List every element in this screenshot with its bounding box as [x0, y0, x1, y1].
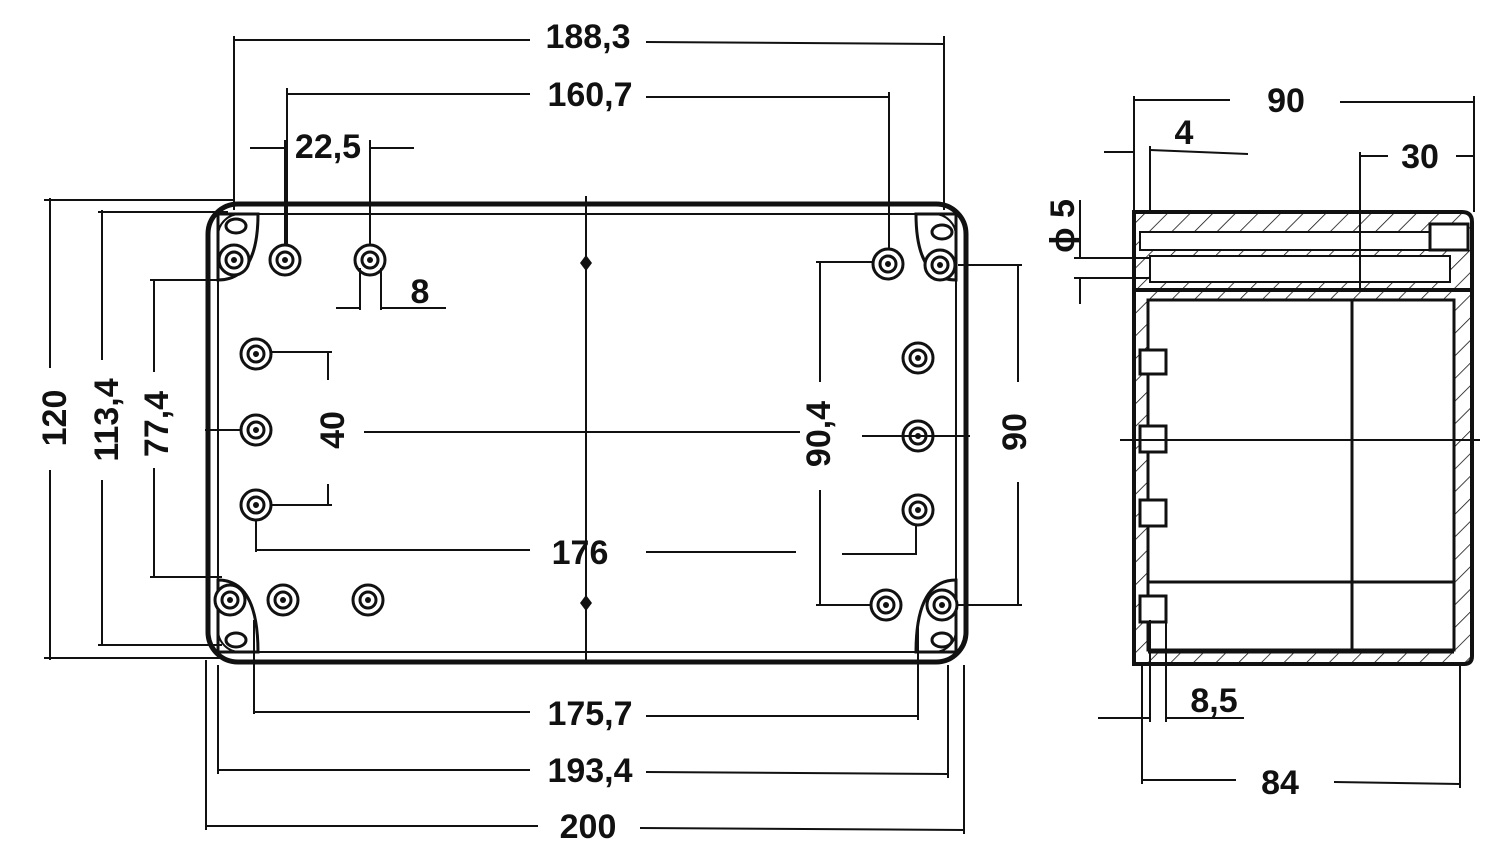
boss — [266, 583, 300, 617]
dim-side-84: 84 — [1261, 764, 1299, 802]
dim-22-5: 22,5 — [295, 128, 361, 166]
dim-113-4: 113,4 — [88, 378, 126, 461]
corner-hole-bl — [224, 631, 248, 649]
stud — [1138, 594, 1168, 624]
dim-160-7: 160,7 — [547, 76, 632, 114]
dim-90-4: 90,4 — [800, 401, 838, 467]
boss — [268, 243, 302, 277]
corner-pocket-bl — [216, 578, 260, 654]
screw-bl — [213, 583, 247, 617]
dim-side-8-5: 8,5 — [1190, 682, 1237, 720]
screw-channel — [1139, 231, 1453, 251]
dim-40: 40 — [314, 411, 352, 449]
dim-188-3: 188,3 — [545, 18, 630, 56]
side-view: 90 4 30 ϕ 5 8,5 84 — [1044, 82, 1480, 802]
boss — [351, 583, 385, 617]
corner-hole-tl — [224, 217, 248, 235]
boss — [901, 341, 935, 375]
dim-120: 120 — [36, 390, 74, 447]
screw-head — [1428, 222, 1470, 252]
boss — [239, 337, 273, 371]
corner-hole-br — [930, 631, 954, 649]
boss — [239, 413, 273, 447]
screw-shaft — [1149, 255, 1451, 283]
dim-77-4: 77,4 — [138, 391, 176, 457]
dim-200: 200 — [560, 808, 617, 846]
stud — [1138, 498, 1168, 528]
dim-side-90: 90 — [1267, 82, 1305, 120]
dim-90-right: 90 — [996, 413, 1034, 451]
boss — [239, 488, 273, 522]
screw-tr — [923, 248, 957, 282]
boss — [871, 247, 905, 281]
dim-8: 8 — [411, 273, 430, 311]
center-mark-top — [580, 255, 592, 271]
screw-br — [925, 588, 959, 622]
front-view: 188,3 160,7 22,5 8 120 113,4 — [36, 18, 1034, 846]
dim-side-30: 30 — [1401, 138, 1439, 176]
dim-side-dia-5: ϕ 5 — [1044, 199, 1082, 253]
corner-pocket-br — [914, 578, 958, 654]
stud — [1138, 348, 1168, 376]
inner-shell — [1350, 298, 1456, 652]
dim-176: 176 — [552, 534, 609, 572]
boss — [901, 493, 935, 527]
corner-hole-tr — [930, 223, 954, 241]
center-mark-bottom — [580, 595, 592, 611]
boss — [869, 588, 903, 622]
dim-side-4: 4 — [1175, 114, 1194, 152]
screw-tl — [217, 243, 251, 277]
dim-193-4: 193,4 — [547, 752, 632, 790]
dim-175-7: 175,7 — [547, 695, 632, 733]
